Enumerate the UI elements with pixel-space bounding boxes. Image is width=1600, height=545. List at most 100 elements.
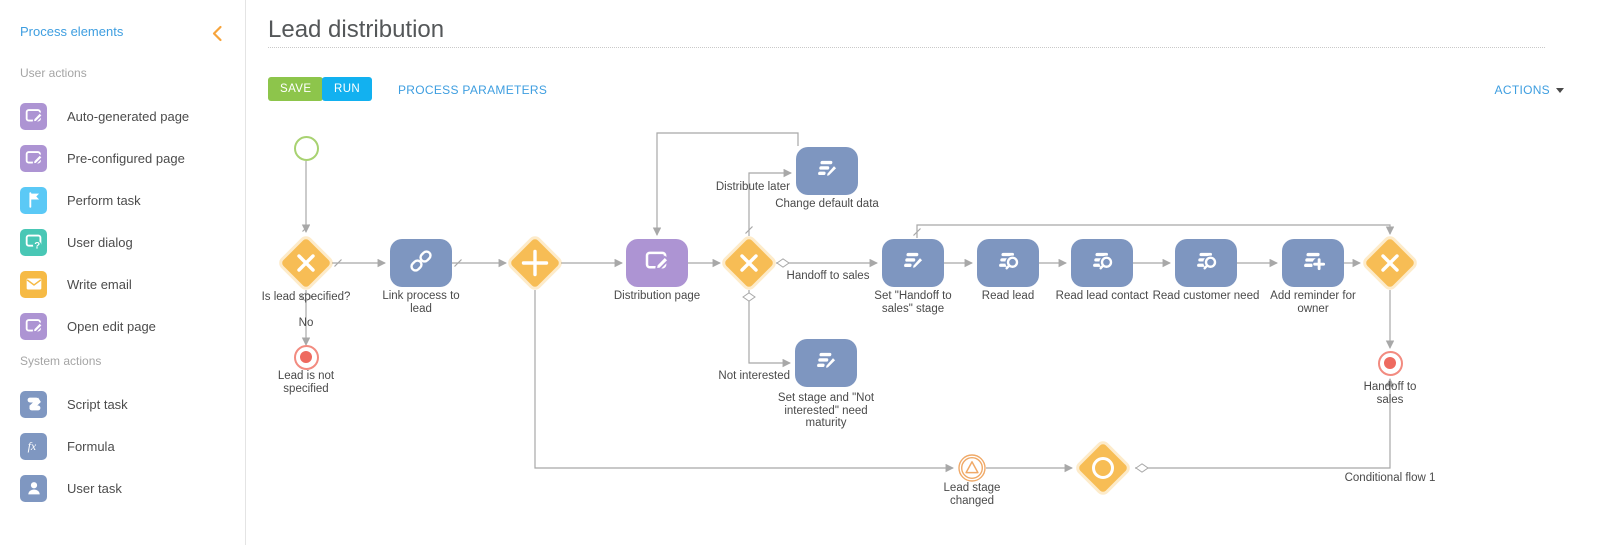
flow-distribute-later	[748, 168, 792, 236]
sidebar-item-label: Pre-configured page	[67, 150, 185, 166]
process-elements-sidebar: Process elements User actions Auto-gener…	[0, 0, 246, 545]
task-read-customer-need[interactable]	[1175, 239, 1237, 287]
end-handoff-to-sales[interactable]	[1377, 350, 1403, 376]
process-parameters-link[interactable]: PROCESS PARAMETERS	[398, 83, 548, 97]
task-set-stage-not-interested-label: Set stage and "Not interested" need matu…	[777, 392, 875, 429]
circle-icon	[1092, 457, 1114, 479]
task-distribution-page[interactable]	[626, 239, 688, 287]
x-icon	[297, 254, 315, 272]
x-icon	[1381, 254, 1399, 272]
script-icon	[20, 390, 47, 418]
svg-text:fx: fx	[27, 439, 36, 453]
list-search-icon	[1087, 246, 1117, 281]
sidebar-item-formula[interactable]: fx Formula	[20, 432, 230, 460]
gateway-final[interactable]	[1364, 237, 1416, 289]
label-distribute-later: Distribute later	[715, 181, 790, 193]
sidebar-item-pre-configured-page[interactable]: Pre-configured page	[20, 144, 230, 172]
x-icon	[740, 254, 758, 272]
list-pencil-icon	[811, 346, 841, 381]
sidebar-item-label: Script task	[67, 396, 128, 412]
sidebar-item-user-dialog[interactable]: ? User dialog	[20, 228, 230, 256]
label-handoff-to-sales: Handoff to sales	[786, 270, 870, 282]
gateway-parallel[interactable]	[509, 237, 561, 289]
end-event-dot	[1384, 357, 1396, 369]
dialog-question-icon: ?	[20, 228, 47, 256]
actions-menu-label: ACTIONS	[1494, 83, 1550, 97]
gateway-distribution[interactable]	[723, 237, 775, 289]
task-change-default-data-label: Change default data	[775, 198, 879, 210]
sidebar-item-perform-task[interactable]: Perform task	[20, 186, 230, 214]
label-conditional-flow-1: Conditional flow 1	[1344, 472, 1436, 484]
task-link-process-to-lead[interactable]	[390, 239, 452, 287]
save-button[interactable]: SAVE	[268, 77, 324, 101]
plus-icon	[521, 249, 549, 277]
flag-icon	[20, 186, 47, 214]
task-add-reminder-for-owner-label: Add reminder for owner	[1270, 290, 1356, 315]
actions-menu-button[interactable]: ACTIONS	[1495, 83, 1564, 97]
task-read-lead[interactable]	[977, 239, 1039, 287]
task-link-process-to-lead-label: Link process to lead	[382, 290, 460, 315]
list-pencil-icon	[898, 246, 928, 281]
page-edit-icon	[20, 102, 47, 130]
task-set-handoff-stage[interactable]	[882, 239, 944, 287]
event-lead-stage-changed[interactable]	[955, 451, 989, 490]
task-add-reminder-for-owner[interactable]	[1282, 239, 1344, 287]
page-edit-icon	[20, 144, 47, 172]
sidebar-item-label: Formula	[67, 438, 115, 454]
start-event[interactable]	[293, 135, 319, 161]
flow-not-interested	[748, 290, 791, 368]
task-change-default-data[interactable]	[796, 147, 858, 195]
flow-conditional-1	[1135, 378, 1395, 469]
section-label-system-actions: System actions	[20, 354, 102, 368]
label-not-interested: Not interested	[718, 370, 790, 382]
end-lead-not-specified-label: Lead is not specified	[277, 370, 335, 395]
task-read-lead-label: Read lead	[981, 290, 1035, 302]
page-edit-icon	[20, 312, 47, 340]
sidebar-item-label: User dialog	[67, 234, 133, 250]
gateway-is-lead-specified-label: Is lead specified?	[261, 291, 351, 303]
run-button[interactable]: RUN	[322, 77, 373, 101]
chevron-left-icon[interactable]	[211, 25, 223, 47]
task-read-customer-need-label: Read customer need	[1152, 290, 1260, 302]
title-divider	[268, 47, 1545, 48]
task-set-handoff-stage-label: Set "Handoff to sales" stage	[874, 290, 952, 315]
sidebar-item-label: Perform task	[67, 192, 141, 208]
sidebar-item-label: Open edit page	[67, 318, 156, 334]
sidebar-item-script-task[interactable]: Script task	[20, 390, 230, 418]
formula-icon: fx	[20, 432, 47, 460]
flow-parallel-to-signal	[534, 290, 954, 473]
svg-text:?: ?	[34, 240, 40, 251]
label-no: No	[298, 317, 314, 329]
sidebar-item-auto-generated-page[interactable]: Auto-generated page	[20, 102, 230, 130]
flow-change-default-loop	[652, 132, 799, 236]
page-title: Lead distribution	[268, 16, 445, 43]
end-lead-not-specified[interactable]	[293, 344, 319, 370]
sidebar-item-write-email[interactable]: Write email	[20, 270, 230, 298]
task-read-lead-contact[interactable]	[1071, 239, 1133, 287]
envelope-icon	[20, 270, 47, 298]
gateway-is-lead-specified[interactable]	[280, 237, 332, 289]
task-read-lead-contact-label: Read lead contact	[1055, 290, 1149, 302]
list-search-icon	[993, 246, 1023, 281]
signal-event-icon	[958, 454, 986, 482]
sidebar-item-user-task[interactable]: User task	[20, 474, 230, 502]
chevron-down-icon	[1556, 87, 1564, 93]
task-distribution-page-label: Distribution page	[613, 290, 701, 302]
end-handoff-to-sales-label: Handoff to sales	[1363, 381, 1417, 406]
process-diagram-canvas: Is lead specified?Lead is not specified …	[246, 0, 1600, 545]
task-set-stage-not-interested[interactable]	[795, 339, 857, 387]
page-edit-icon	[642, 246, 672, 281]
user-icon	[20, 474, 47, 502]
list-search-icon	[1191, 246, 1221, 281]
sidebar-item-label: User task	[67, 480, 122, 496]
gateway-inclusive[interactable]	[1077, 442, 1129, 494]
list-pencil-icon	[812, 154, 842, 189]
sidebar-item-open-edit-page[interactable]: Open edit page	[20, 312, 230, 340]
sidebar-item-label: Auto-generated page	[67, 108, 190, 124]
end-event-dot	[300, 351, 312, 363]
flow-set-handoff-top	[916, 224, 1395, 238]
section-label-user-actions: User actions	[20, 66, 87, 80]
list-plus-icon	[1298, 246, 1328, 281]
sidebar-item-label: Write email	[67, 276, 132, 292]
